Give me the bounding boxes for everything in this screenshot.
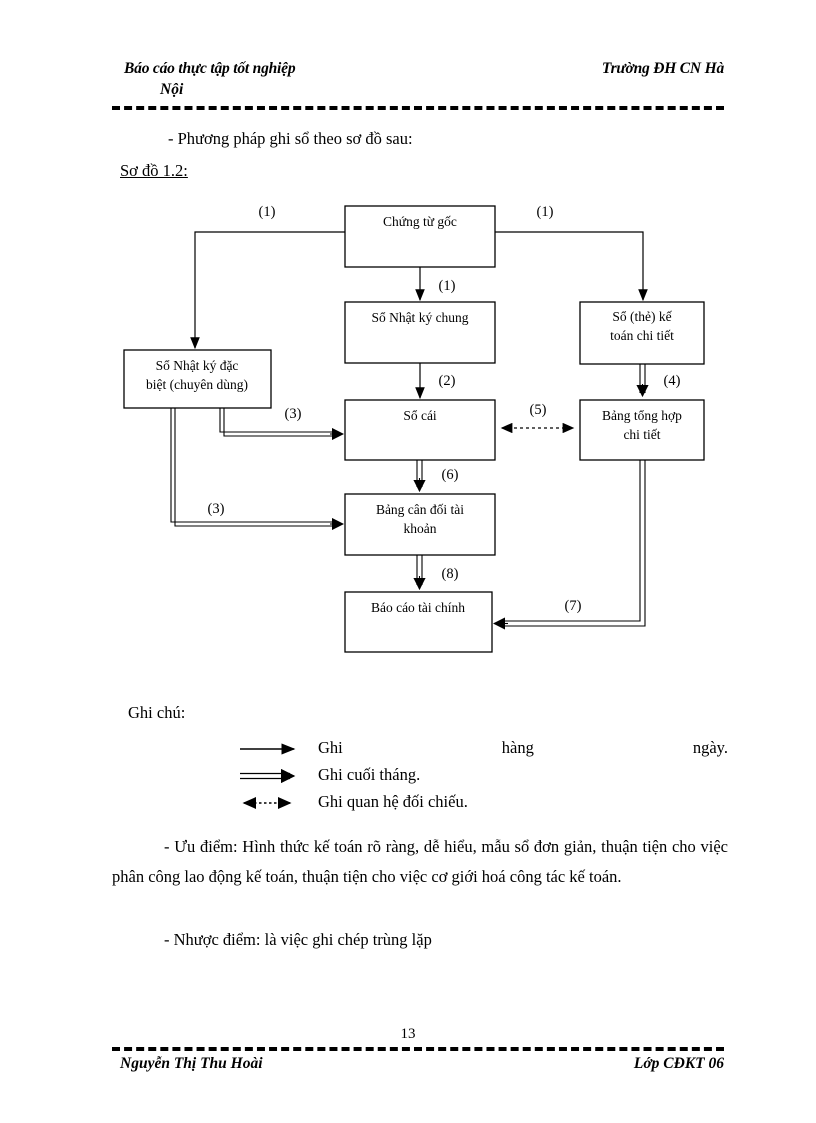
dotted-bidirectional-arrow-icon [242,797,292,809]
edge-label-8: (8) [442,566,459,582]
node-label-bang-can-doi-line2: khoản [404,521,437,536]
legend-item-daily: Ghi hàng ngày. [232,738,728,765]
edge-label-1-center: (1) [439,278,456,294]
footer-class: Lớp CĐKT 06 [633,1055,724,1072]
node-label-so-cai: Sổ cái [403,408,437,423]
edge-6 [413,460,426,493]
node-so-cai: Sổ cái [344,399,496,461]
edge-label-1-right: (1) [537,204,554,220]
legend-list: Ghi hàng ngày. Ghi cuối tháng. [232,738,728,819]
header-right-title: Trường ĐH CN Hà [601,60,724,77]
node-label-bang-can-doi-line1: Bảng cân đối tài [376,502,464,517]
edge-3-upper [219,408,345,441]
node-label-bao-cao-tai-chinh: Báo cáo tài chính [371,600,465,615]
legend-label-monthly: Ghi cuối tháng. [318,765,421,784]
page-footer: Nguyễn Thị Thu Hoài Lớp CĐKT 06 [112,1055,724,1079]
legend-label-reconcile: Ghi quan hệ đối chiếu. [318,792,468,811]
edge-label-2: (2) [439,373,456,389]
node-label-chung-tu-goc: Chứng từ gốc [383,214,457,229]
flowchart-so-do-1-2: Chứng từ gốc Sổ Nhật ký đặc biệt (chuyên… [123,204,705,653]
node-bang-tong-hop-chi-tiet: Bảng tổng hợp chi tiết [579,399,705,461]
edge-label-4: (4) [664,373,681,389]
node-label-so-the-ke-toan-line2: toán chi tiết [610,328,674,343]
node-label-so-the-ke-toan-line1: Sổ (thẻ) kế [612,309,672,324]
legend-label-daily-part3: ngày. [692,738,728,757]
footer-author: Nguyễn Thị Thu Hoài [120,1055,263,1072]
legend-label-daily-part2: hàng [501,738,534,757]
edge-8 [413,555,426,591]
node-label-so-nhat-ky-chung: Sổ Nhật ký chung [371,310,468,325]
edge-label-5: (5) [530,402,547,418]
node-label-bang-tong-hop-line2: chi tiết [623,427,660,442]
node-bang-can-doi-tai-khoan: Bảng cân đối tài khoản [344,493,496,556]
header-row: Báo cáo thực tập tốt nghiệp Trường ĐH CN… [112,60,724,82]
header-left-title: Báo cáo thực tập tốt nghiệp [124,60,296,77]
edge-label-1-left: (1) [259,204,276,220]
diagram-caption: Sơ đồ 1.2: [120,161,188,180]
edge-4 [636,364,649,398]
node-label-so-nhat-ky-dac-biet-line2: biệt (chuyên dùng) [146,377,248,392]
legend-item-monthly: Ghi cuối tháng. [232,765,728,792]
edge-label-6: (6) [442,467,459,483]
node-bao-cao-tai-chinh: Báo cáo tài chính [344,591,493,653]
method-line: - Phương pháp ghi sổ theo sơ đồ sau: [168,129,413,148]
legend-item-reconcile: Ghi quan hệ đối chiếu. [232,792,728,819]
legend-label-daily-part1: Ghi [318,738,343,757]
disadvantages-paragraph: - Nhược điểm: là việc ghi chép trùng lặp [164,930,432,949]
node-label-so-nhat-ky-dac-biet-line1: Sổ Nhật ký đặc [156,358,239,373]
edge-label-7: (7) [565,598,582,614]
page-header: Báo cáo thực tập tốt nghiệp Trường ĐH CN… [112,60,724,98]
legend-title: Ghi chú: [128,703,186,722]
edge-1-left [190,231,345,350]
page-number: 13 [400,1026,416,1042]
single-arrow-icon [240,743,296,755]
footer-divider [112,1047,724,1051]
node-so-the-ke-toan-chi-tiet: Sổ (thẻ) kế toán chi tiết [579,301,705,365]
header-divider [112,106,724,110]
edge-label-3-upper: (3) [285,406,302,422]
edge-3-lower [170,408,345,531]
edge-7 [492,460,646,630]
node-so-nhat-ky-chung: Sổ Nhật ký chung [344,301,496,364]
advantages-paragraph: - Ưu điểm: Hình thức kế toán rõ ràng, dễ… [112,837,728,886]
edge-1-right [495,231,648,302]
node-so-nhat-ky-dac-biet: Sổ Nhật ký đặc biệt (chuyên dùng) [123,349,272,409]
node-chung-tu-goc: Chứng từ gốc [344,205,496,268]
node-label-bang-tong-hop-line1: Bảng tổng hợp [602,408,682,423]
legend-label-daily: Ghi hàng ngày. [318,738,728,758]
double-arrow-icon [240,768,296,784]
header-right-title-continuation: Nội [160,81,184,98]
edge-label-3-lower: (3) [208,501,225,517]
